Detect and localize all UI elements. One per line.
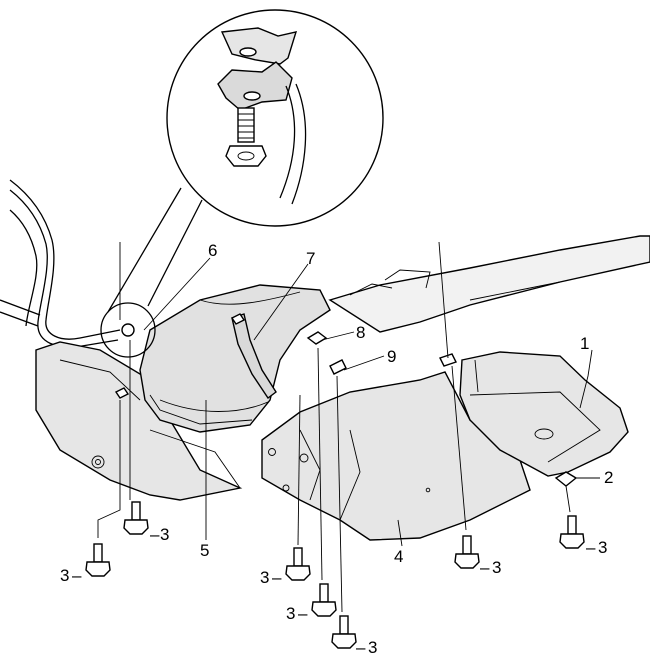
bolt-icon <box>285 547 311 581</box>
exhaust-shield-5 <box>139 284 331 433</box>
callout-3: 3 <box>160 525 169 544</box>
separator: – <box>480 558 490 577</box>
bolts-3 <box>85 501 585 649</box>
callout-1: 1 <box>580 334 589 353</box>
bolt-icon <box>559 515 585 549</box>
bolt-icon <box>454 535 480 569</box>
callout-2: 2 <box>604 468 613 487</box>
callout-4: 4 <box>394 547 403 566</box>
separator: – <box>150 525 160 544</box>
callout-6: 6 <box>208 241 217 260</box>
separator: – <box>272 568 282 587</box>
separator: – <box>586 538 596 557</box>
callout-5: 5 <box>200 541 209 560</box>
vehicle-underbody <box>328 235 650 333</box>
callout-3: 3 <box>286 604 295 623</box>
callout-9: 9 <box>387 347 396 366</box>
bolt-icon <box>311 583 337 617</box>
bolt-icon <box>123 501 149 535</box>
separator: – <box>356 638 366 657</box>
callout-3: 3 <box>260 568 269 587</box>
callout-3: 3 <box>368 638 377 657</box>
bolt-icon <box>331 615 357 649</box>
callout-7: 7 <box>306 249 315 268</box>
strap-7 <box>231 313 277 400</box>
callout-8: 8 <box>356 323 365 342</box>
callout-labels: 1 2 4 5 6 7 8 9 – 3 3 – 3 – 3 – – 3 – 3 … <box>60 241 613 657</box>
callout-3: 3 <box>60 566 69 585</box>
callout-3: 3 <box>492 558 501 577</box>
separator: – <box>72 566 82 585</box>
left-heat-shield <box>35 341 243 501</box>
bolt-guide-lines <box>97 241 571 613</box>
leader-lines <box>143 257 600 547</box>
bolt-icon <box>85 543 111 577</box>
callout-3: 3 <box>598 538 607 557</box>
detail-magnifier <box>100 9 384 358</box>
separator: – <box>298 604 308 623</box>
